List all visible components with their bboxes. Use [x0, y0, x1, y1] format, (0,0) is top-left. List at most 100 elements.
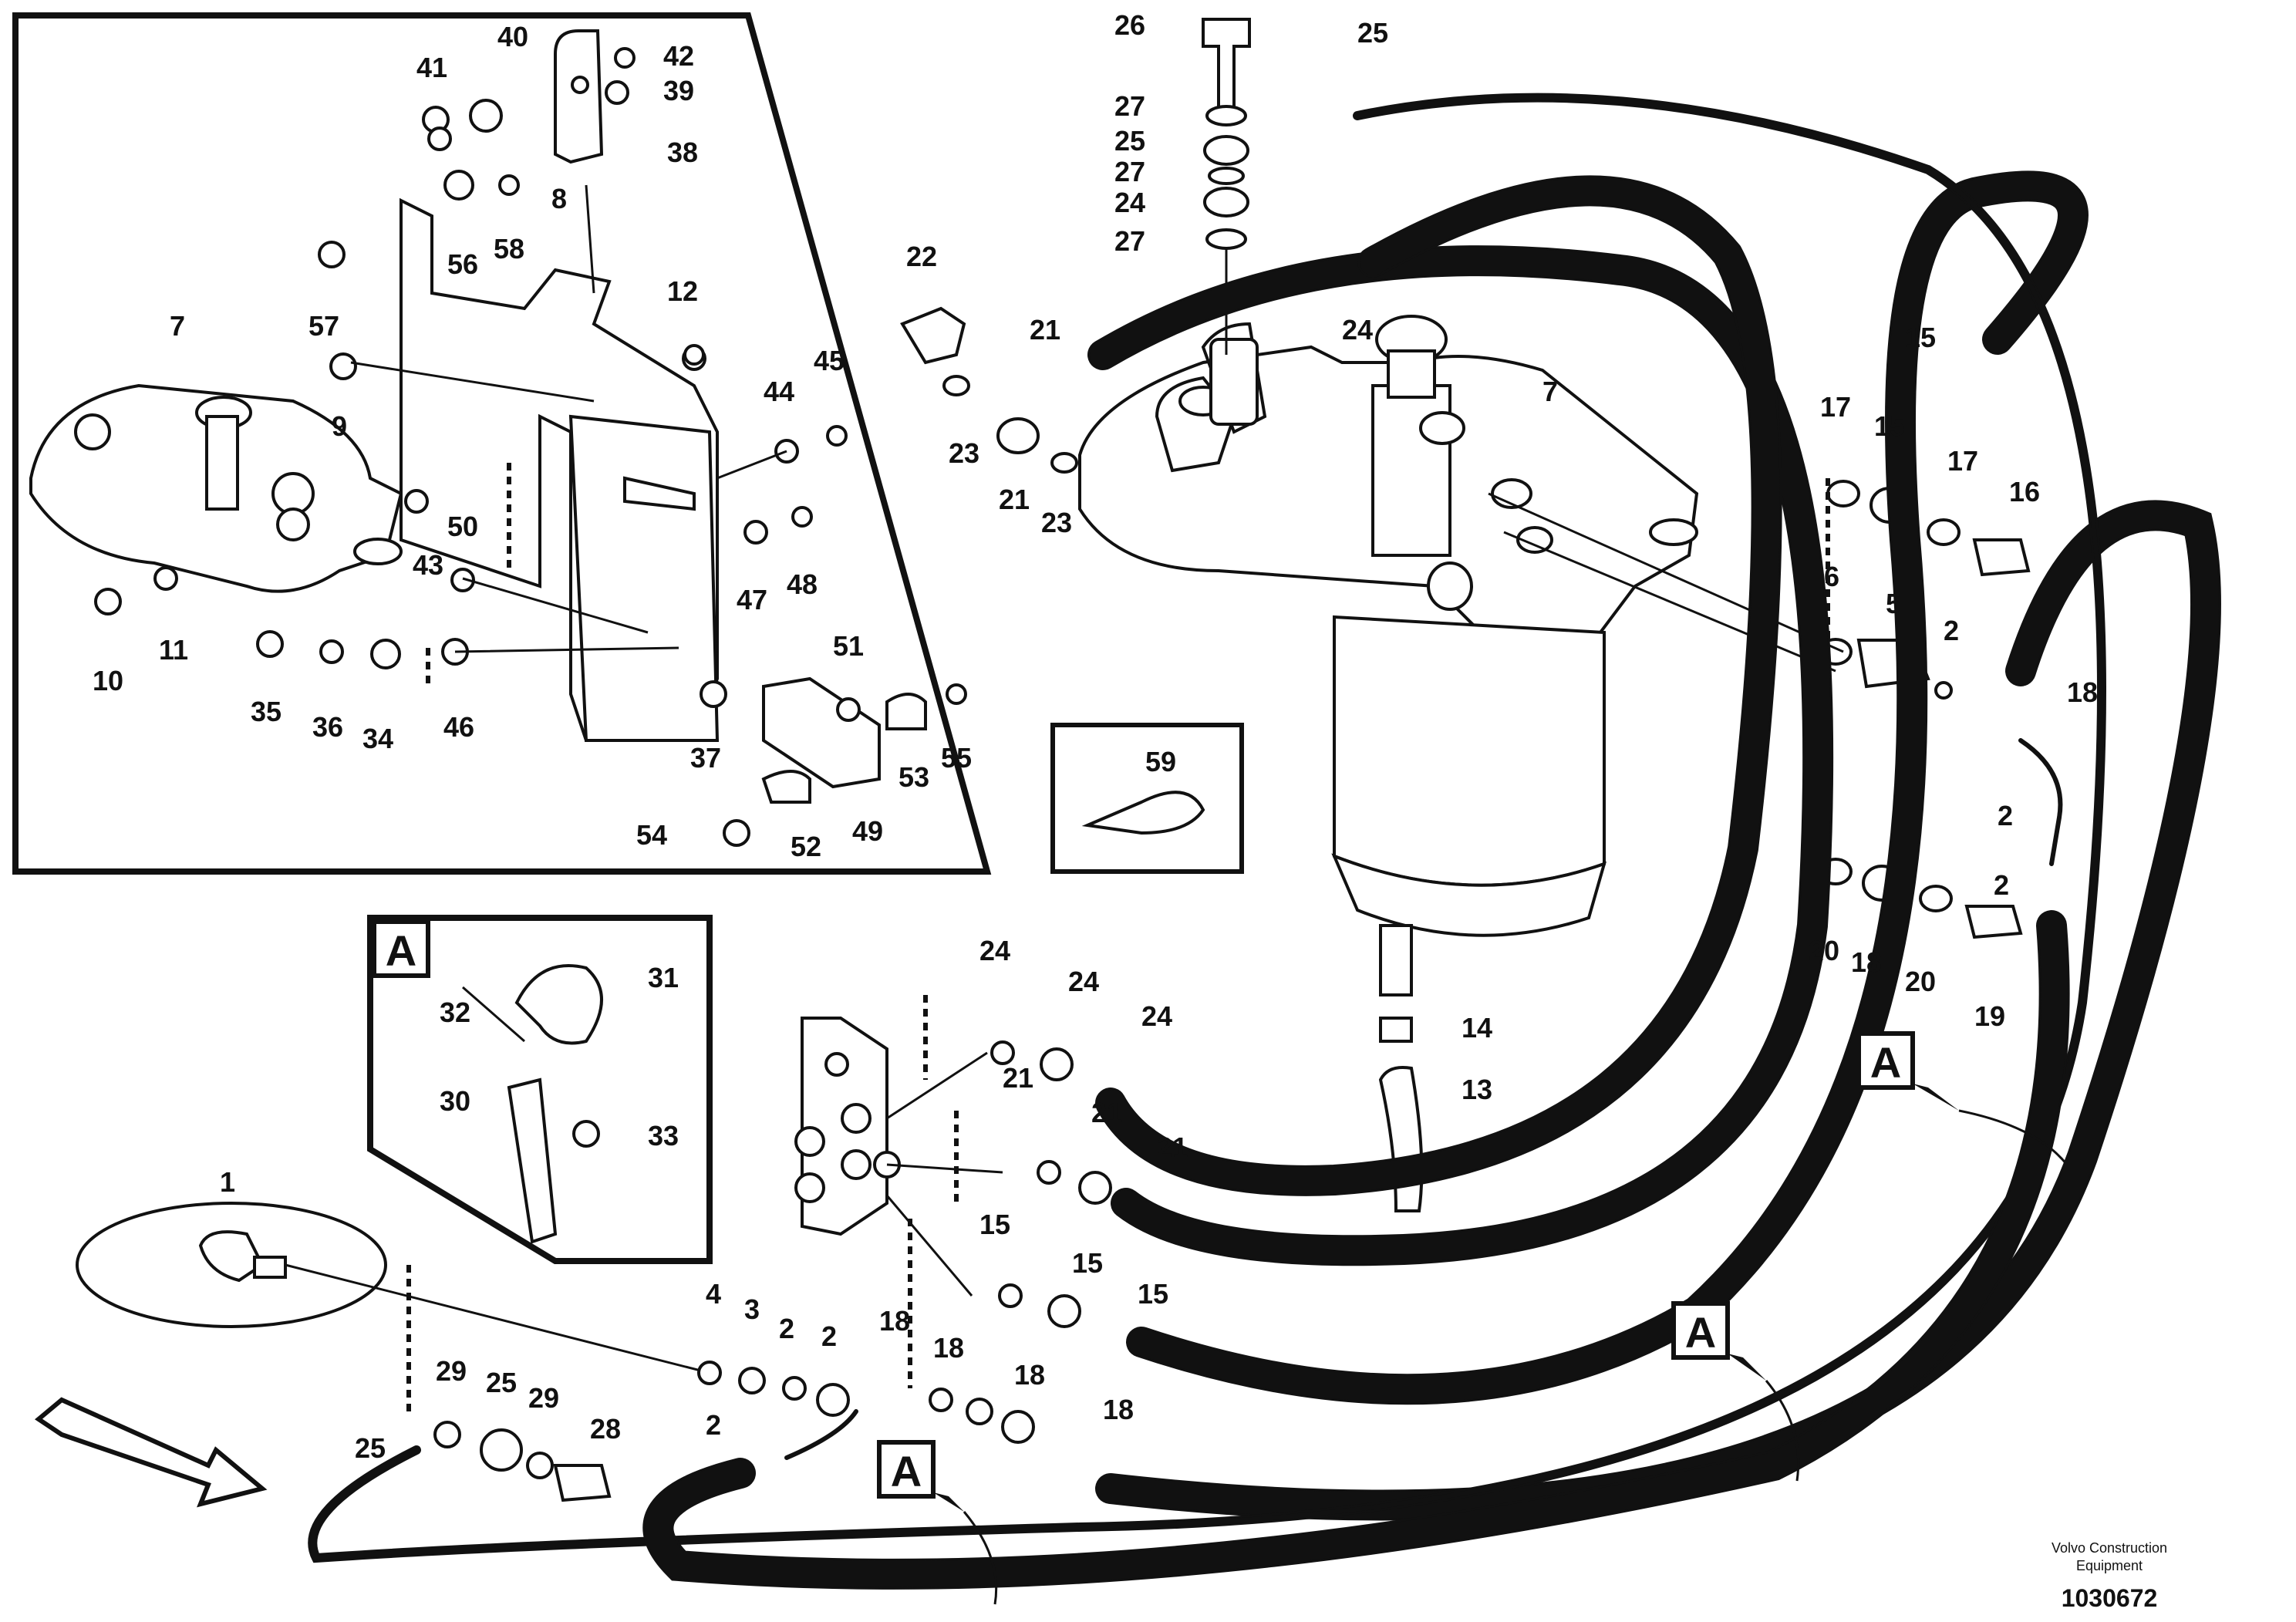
callout-18-e: 18 — [1014, 1359, 1045, 1391]
callout-53: 53 — [899, 761, 929, 793]
callout-24-e: 24 — [1141, 1000, 1172, 1032]
callout-25-b: 25 — [1114, 125, 1145, 157]
bulkhead-connectors — [794, 995, 1112, 1444]
callout-15-e: 15 — [1138, 1278, 1168, 1310]
callout-38: 38 — [667, 137, 698, 168]
callout-7-detail: 7 — [170, 310, 185, 342]
callout-45: 45 — [814, 345, 845, 376]
callout-27-a: 27 — [1114, 90, 1145, 122]
callout-35: 35 — [251, 696, 282, 727]
callout-23-b: 23 — [1041, 507, 1072, 538]
callout-58: 58 — [494, 233, 524, 265]
callout-27-c: 27 — [1114, 225, 1145, 257]
callout-43: 43 — [413, 549, 443, 581]
callout-56: 56 — [447, 248, 478, 280]
callout-57: 57 — [308, 310, 339, 342]
callout-47: 47 — [737, 584, 767, 615]
cable-tie-detail-box — [1050, 723, 1244, 874]
callout-28: 28 — [590, 1413, 621, 1445]
callout-15-c: 15 — [979, 1209, 1010, 1240]
callout-15-b: 15 — [1874, 410, 1905, 442]
callout-18-c: 18 — [879, 1305, 910, 1337]
callout-10: 10 — [93, 665, 123, 696]
callout-18-f: 18 — [1103, 1394, 1134, 1425]
callout-25-c: 25 — [486, 1367, 517, 1398]
callout-24-a: 24 — [1114, 187, 1145, 218]
callout-12: 12 — [667, 275, 698, 307]
callout-37: 37 — [690, 742, 721, 774]
callout-51: 51 — [833, 630, 864, 662]
callout-31: 31 — [648, 962, 679, 993]
callout-25-top: 25 — [1357, 17, 1388, 49]
bracket-detail-panel — [12, 12, 992, 875]
callout-7: 7 — [1542, 376, 1558, 407]
callout-20-b: 20 — [1905, 966, 1936, 997]
callout-41: 41 — [416, 52, 447, 83]
callout-2-c: 2 — [1994, 869, 2009, 901]
callout-21-d: 21 — [1091, 1097, 1122, 1128]
callout-52: 52 — [791, 831, 821, 862]
callout-33: 33 — [648, 1120, 679, 1152]
caption-line-2: Equipment — [2076, 1558, 2143, 1573]
callout-11: 11 — [159, 634, 188, 666]
callout-2-b: 2 — [1998, 800, 2013, 831]
clamp-detail-box — [367, 915, 713, 1264]
callout-21-e: 21 — [1157, 1131, 1188, 1163]
callout-23-a: 23 — [949, 437, 979, 469]
callout-5: 5 — [1886, 588, 1901, 619]
callout-21-c: 21 — [1003, 1062, 1033, 1094]
callout-24-c: 24 — [979, 935, 1010, 966]
detail-a-box-label: A — [386, 926, 416, 975]
callout-2-a: 2 — [1944, 615, 1959, 646]
callout-26: 26 — [1114, 9, 1145, 41]
callout-27-b: 27 — [1114, 156, 1145, 187]
callout-3: 3 — [744, 1293, 760, 1325]
callout-17-a: 17 — [1820, 391, 1851, 423]
callout-34: 34 — [362, 723, 393, 754]
callout-15-top: 15 — [1905, 322, 1936, 353]
callout-13: 13 — [1462, 1074, 1492, 1105]
callout-21-b: 21 — [999, 484, 1030, 515]
callout-14: 14 — [1462, 1012, 1492, 1044]
callout-2-d: 2 — [779, 1313, 794, 1344]
callout-9: 9 — [332, 410, 347, 442]
callout-22: 22 — [906, 241, 937, 272]
callout-15-d: 15 — [1072, 1247, 1103, 1279]
reference-markers — [877, 1031, 2068, 1605]
callout-18-d: 18 — [933, 1332, 964, 1364]
callout-8: 8 — [551, 183, 567, 214]
callout-16: 16 — [2009, 476, 2040, 508]
callout-36: 36 — [312, 711, 343, 743]
callout-18-b: 18 — [1851, 946, 1882, 978]
caption-line-1: Volvo Construction — [2052, 1540, 2167, 1556]
callout-29-a: 29 — [436, 1355, 467, 1387]
callout-17-b: 17 — [1947, 445, 1978, 477]
callout-39: 39 — [663, 75, 694, 106]
document-number: 1030672 — [2062, 1584, 2158, 1612]
callout-1: 1 — [220, 1166, 235, 1198]
callout-50: 50 — [447, 511, 478, 542]
tank-sender-unit — [76, 1202, 850, 1502]
callout-49: 49 — [852, 815, 883, 847]
callout-54: 54 — [636, 819, 667, 851]
callout-44: 44 — [764, 376, 794, 407]
callout-2-f: 2 — [706, 1409, 721, 1441]
callout-42: 42 — [663, 40, 694, 72]
fuel-hoses — [308, 93, 2221, 1590]
callout-6: 6 — [1824, 561, 1839, 592]
callout-24-d: 24 — [1068, 966, 1099, 997]
callout-19: 19 — [1974, 1000, 2005, 1032]
callout-20-a: 20 — [1809, 935, 1839, 966]
callout-2-e: 2 — [821, 1320, 837, 1352]
callout-25-d: 25 — [355, 1432, 386, 1464]
callout-29-b: 29 — [528, 1382, 559, 1414]
marker-a-center: A — [1685, 1308, 1716, 1357]
callout-46: 46 — [443, 711, 474, 743]
part-callouts: 41 40 42 39 38 8 56 58 57 12 7 45 44 9 5… — [93, 9, 2098, 1464]
marker-a-left: A — [891, 1447, 922, 1496]
callout-40: 40 — [497, 21, 528, 52]
callout-4: 4 — [706, 1278, 721, 1310]
callout-21-top: 21 — [1030, 314, 1060, 346]
callout-30: 30 — [440, 1085, 470, 1117]
